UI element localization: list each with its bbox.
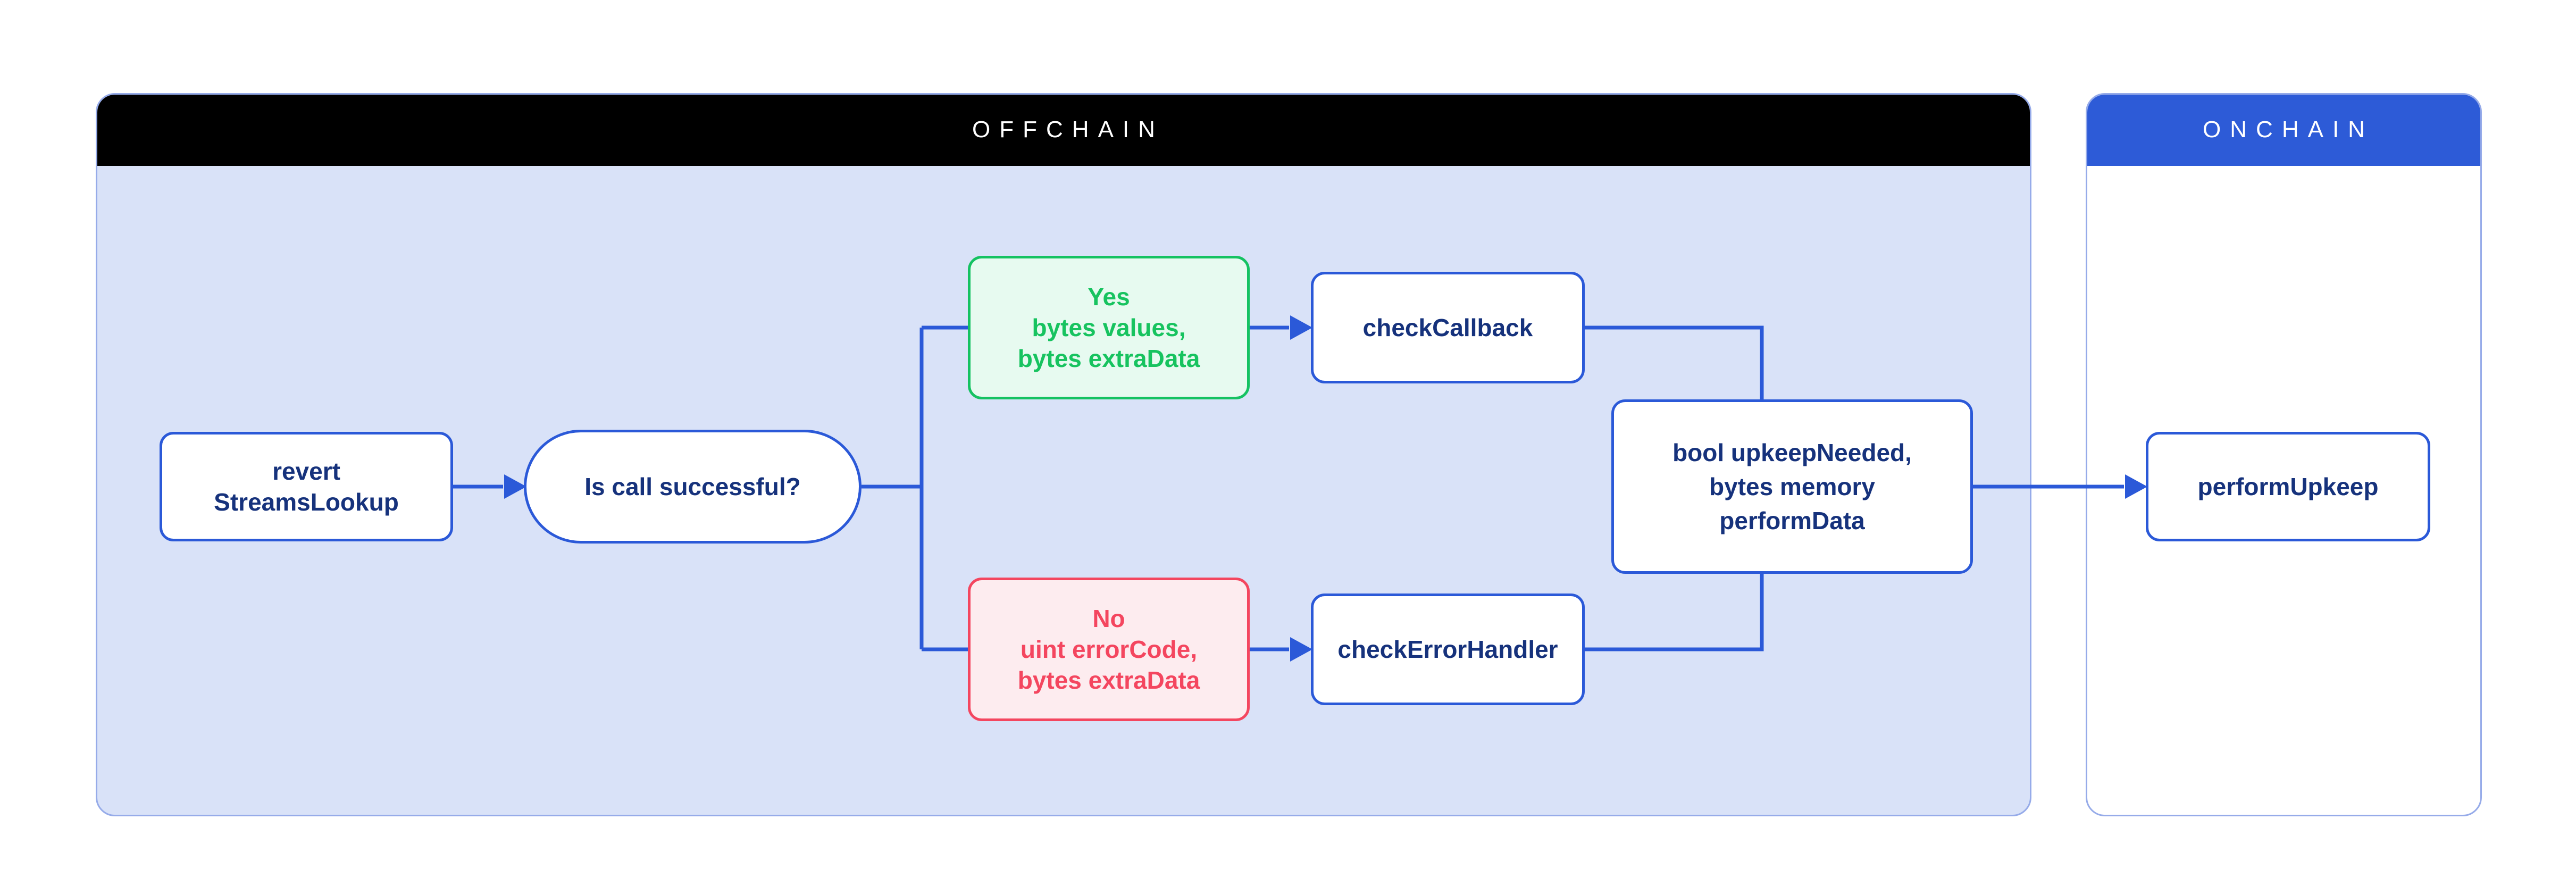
node-bool-upkeepneeded: bool upkeepNeeded, bytes memory performD… — [1611, 399, 1973, 574]
node-upkeep-line-2: bytes memory — [1709, 473, 1875, 500]
node-yes-line-1: Yes — [1088, 283, 1130, 311]
node-perform-upkeep: performUpkeep — [2146, 432, 2430, 541]
node-upkeep-line-1: bool upkeepNeeded, — [1672, 439, 1912, 466]
node-check-error-handler: checkErrorHandler — [1311, 594, 1585, 705]
node-upkeep-line-3: performData — [1719, 507, 1865, 534]
node-check-callback-label: checkCallback — [1362, 314, 1533, 341]
node-no-uint-errorcode: No uint errorCode, bytes extraData — [968, 578, 1250, 721]
offchain-header-label: OFFCHAIN — [972, 116, 1164, 143]
node-perform-upkeep-label: performUpkeep — [2197, 473, 2379, 500]
node-check-error-handler-label: checkErrorHandler — [1337, 636, 1558, 663]
offchain-header: OFFCHAIN — [97, 95, 2030, 166]
node-revert-line-2: StreamsLookup — [214, 488, 399, 516]
node-no-line-2: uint errorCode, — [1020, 636, 1198, 663]
node-yes-line-3: bytes extraData — [1017, 345, 1200, 372]
node-revert-streamslookup: revert StreamsLookup — [160, 432, 453, 541]
node-revert-line-1: revert — [272, 457, 340, 485]
node-no-line-3: bytes extraData — [1017, 666, 1200, 694]
onchain-header-label: ONCHAIN — [2203, 116, 2374, 143]
node-yes-line-2: bytes values, — [1032, 314, 1186, 341]
onchain-header: ONCHAIN — [2087, 95, 2480, 166]
node-no-line-1: No — [1092, 605, 1125, 632]
node-yes-bytes-values: Yes bytes values, bytes extraData — [968, 256, 1250, 399]
node-is-call-successful: Is call successful? — [524, 430, 862, 544]
node-decision-label: Is call successful? — [584, 473, 801, 500]
node-check-callback: checkCallback — [1311, 272, 1585, 383]
